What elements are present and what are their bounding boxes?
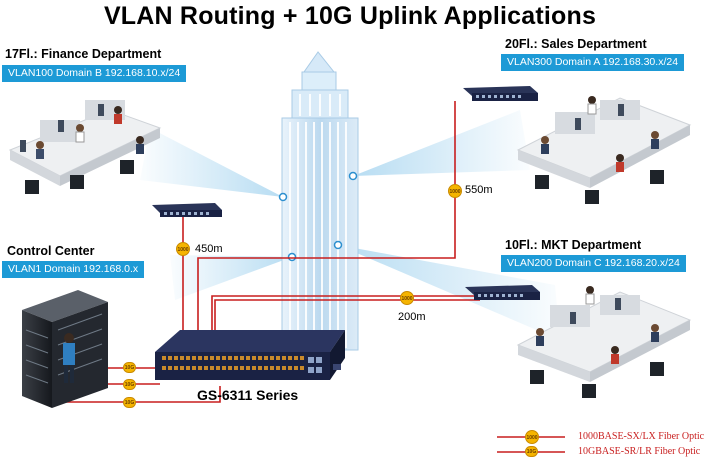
sales-switch xyxy=(463,86,538,101)
legend-badge-10g: 10G xyxy=(525,446,538,457)
mkt-switch xyxy=(465,285,540,300)
core-switch-label: GS-6311 Series xyxy=(197,387,299,403)
fiber-badge-mkt: 1000 xyxy=(400,291,414,305)
finance-dept-label: 17Fl.: Finance Department xyxy=(5,47,162,61)
node-control xyxy=(287,252,297,262)
mkt-vlan-banner: VLAN200 Domain C 192.168.20.x/24 xyxy=(501,255,686,272)
office-building xyxy=(278,51,359,351)
fiber-badge-sales: 1000 xyxy=(448,184,462,198)
legend-1g-text: 1000BASE-SX/LX Fiber Optic xyxy=(578,431,704,442)
core-switch xyxy=(155,330,345,380)
fiber-badge-10g-1: 10G xyxy=(123,362,136,373)
server-racks xyxy=(22,290,108,408)
beam-finance xyxy=(140,128,283,197)
finance-distance: 450m xyxy=(195,243,223,255)
link-mkt xyxy=(211,295,480,340)
beam-sales xyxy=(353,110,530,176)
node-floor10 xyxy=(333,240,343,250)
beam-mkt xyxy=(338,245,560,340)
fiber-badge-10g-2: 10G xyxy=(123,379,136,390)
legend-badge-1g: 1000 xyxy=(525,430,539,444)
finance-office xyxy=(8,100,162,194)
mkt-dept-label: 10Fl.: MKT Department xyxy=(505,238,642,252)
sales-vlan-banner: VLAN300 Domain A 192.168.30.x/24 xyxy=(501,54,685,71)
signal-beams xyxy=(140,110,560,340)
sales-dept-label: 20Fl.: Sales Department xyxy=(505,37,647,51)
sales-distance: 550m xyxy=(465,184,493,196)
finance-switch xyxy=(152,203,222,217)
fiber-badge-10g-3: 10G xyxy=(123,397,136,408)
mkt-office xyxy=(516,286,692,398)
beam-control xyxy=(170,255,292,300)
legend-10g-text: 10GBASE-SR/LR Fiber Optic xyxy=(578,446,701,457)
node-floor17 xyxy=(278,192,288,202)
sales-office xyxy=(516,96,692,204)
mkt-distance: 200m xyxy=(398,311,426,323)
finance-vlan-banner: VLAN100 Domain B 192.168.10.x/24 xyxy=(2,65,187,82)
control-center-label: Control Center xyxy=(7,244,95,258)
fiber-badge-finance: 1000 xyxy=(176,242,190,256)
diagram-title: VLAN Routing + 10G Uplink Applications xyxy=(103,2,597,30)
node-floor20 xyxy=(348,171,358,181)
link-mkt-parallel xyxy=(214,299,480,340)
control-vlan-banner: VLAN1 Domain 192.168.0.x xyxy=(2,261,145,278)
link-sales xyxy=(197,101,456,340)
